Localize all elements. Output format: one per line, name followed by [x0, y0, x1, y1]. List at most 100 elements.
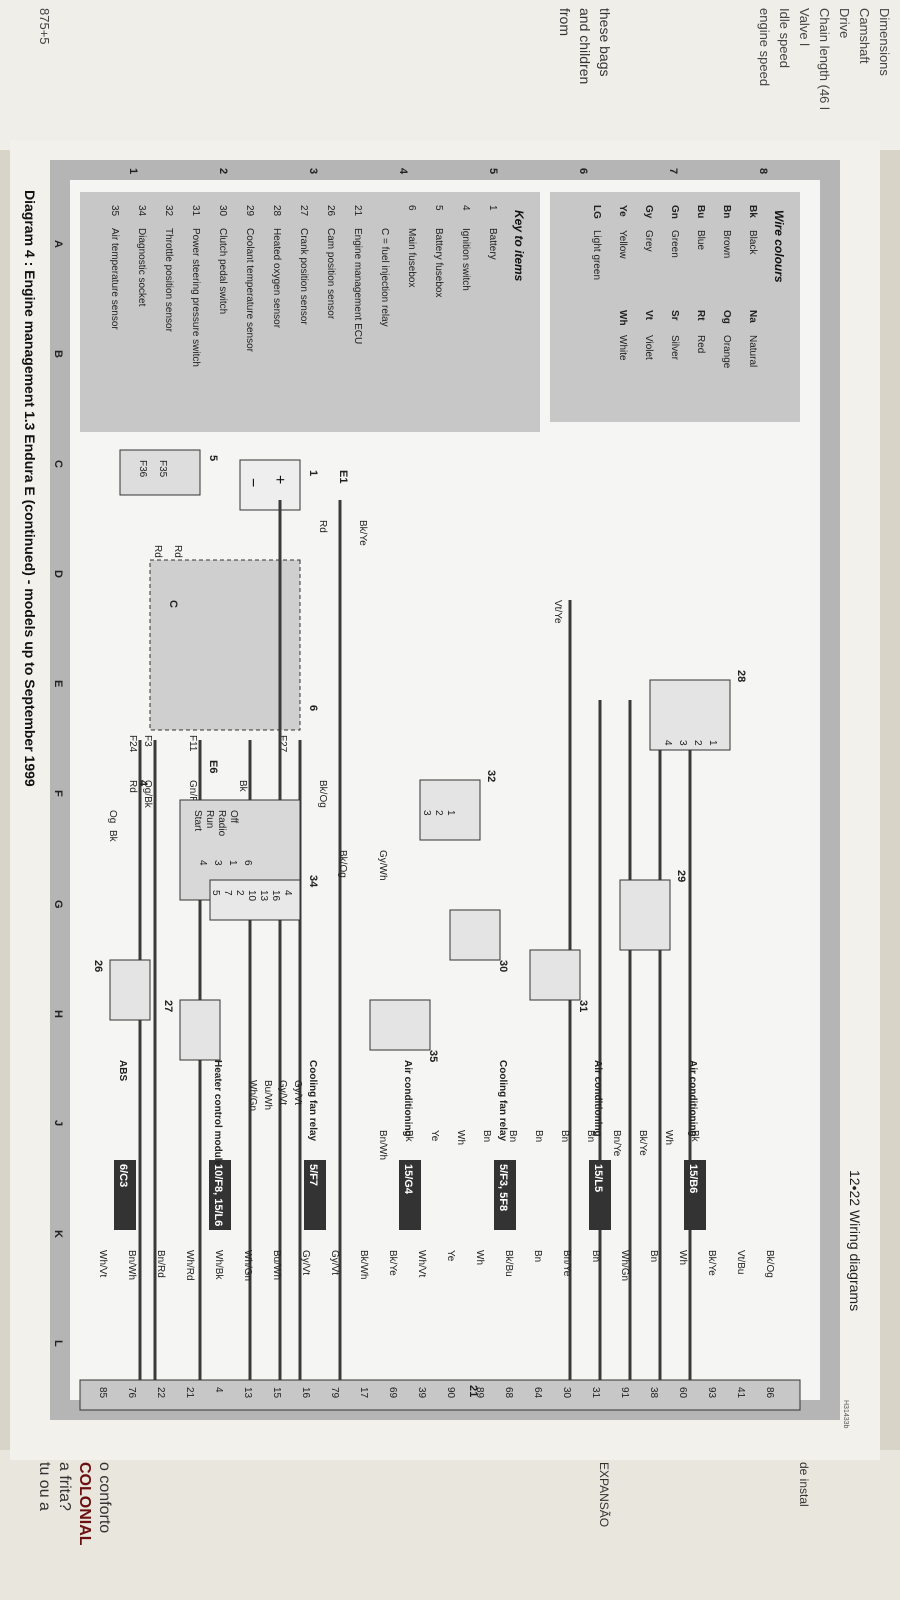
ecu-wire-label: Wh — [474, 1250, 485, 1265]
air-temp-label: 35 — [427, 1050, 439, 1062]
tps-pin-3: 3 — [421, 810, 432, 816]
ign-pos-run: Run — [204, 810, 215, 828]
wire-ign-bk: Bk — [107, 830, 118, 843]
sensor-wire-label: Wh — [663, 1130, 674, 1145]
wire-colours-rows: BkBlackNaNaturalBnBrownOgOrangeBuBlueRtR… — [591, 205, 758, 369]
manual-text-drive: Drive — [837, 8, 852, 38]
ecu-wire-label: Gy/Vt — [300, 1250, 311, 1275]
reference-target: 5/F3, 5F8 — [497, 1164, 509, 1211]
key-item-number: 26 — [325, 205, 336, 217]
ecu-pin: 17 — [358, 1387, 369, 1399]
ps-switch-31 — [529, 949, 581, 1001]
crank-sensor-27 — [179, 999, 221, 1061]
ign-pin-4: 4 — [197, 860, 208, 866]
ecu-wire-label: Bu/Wh — [271, 1250, 282, 1280]
grid-label-5: 5 — [487, 168, 499, 174]
bag-text-1: these bags — [597, 8, 613, 77]
page-header: 12•22 Wiring diagrams — [847, 1170, 863, 1311]
main-fusebox-section: 6 C F24 F3 F11 F27 — [127, 559, 319, 753]
wire-diag-gy-wh: Gy/Wh — [377, 850, 388, 881]
ecu-wire-label: Gy/Vt — [329, 1250, 340, 1275]
wire-bk: Bk — [237, 780, 248, 793]
diagnostic-socket-section: 34 4 16 13 10 2 7 5 Bk/Og Gy/Wh Wh/Gn Bu… — [209, 850, 388, 1111]
wire-vt-ye: Vt/Ye — [552, 600, 563, 624]
wire-colour-code: Bk — [747, 205, 758, 218]
ecu-21 — [79, 1379, 801, 1411]
wire-colour-name: Light green — [591, 230, 602, 280]
ps-switch-label: 31 — [577, 1000, 589, 1012]
clutch-switch-30 — [449, 909, 501, 961]
wire-colour-code: Gn — [669, 205, 680, 219]
coolant-sensor-label: 29 — [675, 870, 687, 882]
ecu-pin: 79 — [329, 1387, 340, 1399]
key-item-text: Power steering pressure switch — [190, 228, 201, 367]
ign-pin-6: 6 — [242, 860, 253, 866]
leaflet-text-2: a frita? — [56, 1462, 73, 1511]
sensor-wire-label: Bk/Ye — [637, 1130, 648, 1156]
reference-label: Air conditioning — [402, 1060, 413, 1137]
tps-label: 32 — [485, 770, 497, 782]
reference-target: 10/F8, 15/L6 — [212, 1164, 224, 1226]
sensor-wire-label: Bn — [533, 1130, 544, 1142]
leaflet-text-4: o conforto — [96, 1462, 113, 1533]
wire-colour-code: Ye — [617, 205, 628, 217]
key-item-number: 30 — [217, 205, 228, 217]
reference-target: 15/G4 — [402, 1164, 414, 1195]
grid-label-d: D — [52, 570, 64, 578]
reference-target: 15/B6 — [687, 1164, 699, 1193]
leaflet-text-3: COLONIAL — [76, 1462, 93, 1546]
o2-pin-4: 4 — [662, 740, 673, 746]
grid-label-4: 4 — [397, 168, 409, 175]
ecu-pin: 60 — [677, 1387, 688, 1399]
wire-colour-name: Brown — [721, 230, 732, 258]
wire-colour-code: Vt — [643, 310, 654, 321]
main-fusebox-6 — [149, 559, 301, 731]
wire-colour-name: Green — [669, 230, 680, 258]
ecu-wire-label: Bn/Ye — [561, 1250, 572, 1277]
key-item-text: Heated oxygen sensor — [271, 228, 282, 329]
ecu-pin: 68 — [503, 1387, 514, 1399]
ecu-wire-label: Wh — [677, 1250, 688, 1265]
leaflet-text-5: de instal — [797, 1462, 811, 1507]
wire-colour-name: Orange — [721, 335, 732, 369]
sensor-wire-label: Bn — [585, 1130, 596, 1142]
manual-text-dimensions: Dimensions — [877, 8, 892, 76]
battery-minus-icon: − — [244, 478, 261, 487]
reference-box — [114, 1160, 136, 1230]
wire-e1-bkye: Bk/Ye — [357, 520, 368, 546]
reference-label: Heater control module — [212, 1060, 223, 1167]
key-item-number: 6 — [406, 205, 417, 211]
earth-e1-label: E1 — [337, 470, 349, 483]
wire-diag-bu-wh: Bu/Wh — [262, 1080, 273, 1110]
reference-target: 5/F7 — [307, 1164, 319, 1186]
ecu-wire-label: Bn — [590, 1250, 601, 1262]
diag-pin-5: 5 — [210, 890, 221, 896]
grid-label-7: 7 — [667, 168, 679, 174]
ecu-pin: 30 — [561, 1387, 572, 1399]
key-item-text: Cam position sensor — [325, 228, 336, 320]
diag-pin-13: 13 — [258, 890, 269, 902]
ecu-wire-label: Bn — [648, 1250, 659, 1262]
key-item-text: Battery fusebox — [433, 228, 444, 297]
diag-pin-10: 10 — [246, 890, 257, 902]
grid-label-g: G — [52, 900, 64, 909]
wire-colour-code: Bu — [695, 205, 706, 218]
wire-colour-name: Yellow — [617, 230, 628, 259]
diagram-code: H31433b — [842, 1400, 849, 1429]
wire-colour-name: Black — [747, 230, 758, 255]
battery-fusebox-section: 5 F35 F36 + − 1 Rd Rd Rd E1 Bk/Ye — [119, 449, 368, 558]
ecu-wire-label: Wh/Vt — [416, 1250, 427, 1277]
wire-colour-name: Red — [695, 335, 706, 353]
fuse-f24-label: F24 — [127, 735, 138, 753]
sensor-wire-label: Bn — [507, 1130, 518, 1142]
fuse-f36-label: F36 — [137, 460, 148, 478]
o2-sensor-label: 28 — [735, 670, 747, 682]
ecu-pin: 13 — [242, 1387, 253, 1399]
